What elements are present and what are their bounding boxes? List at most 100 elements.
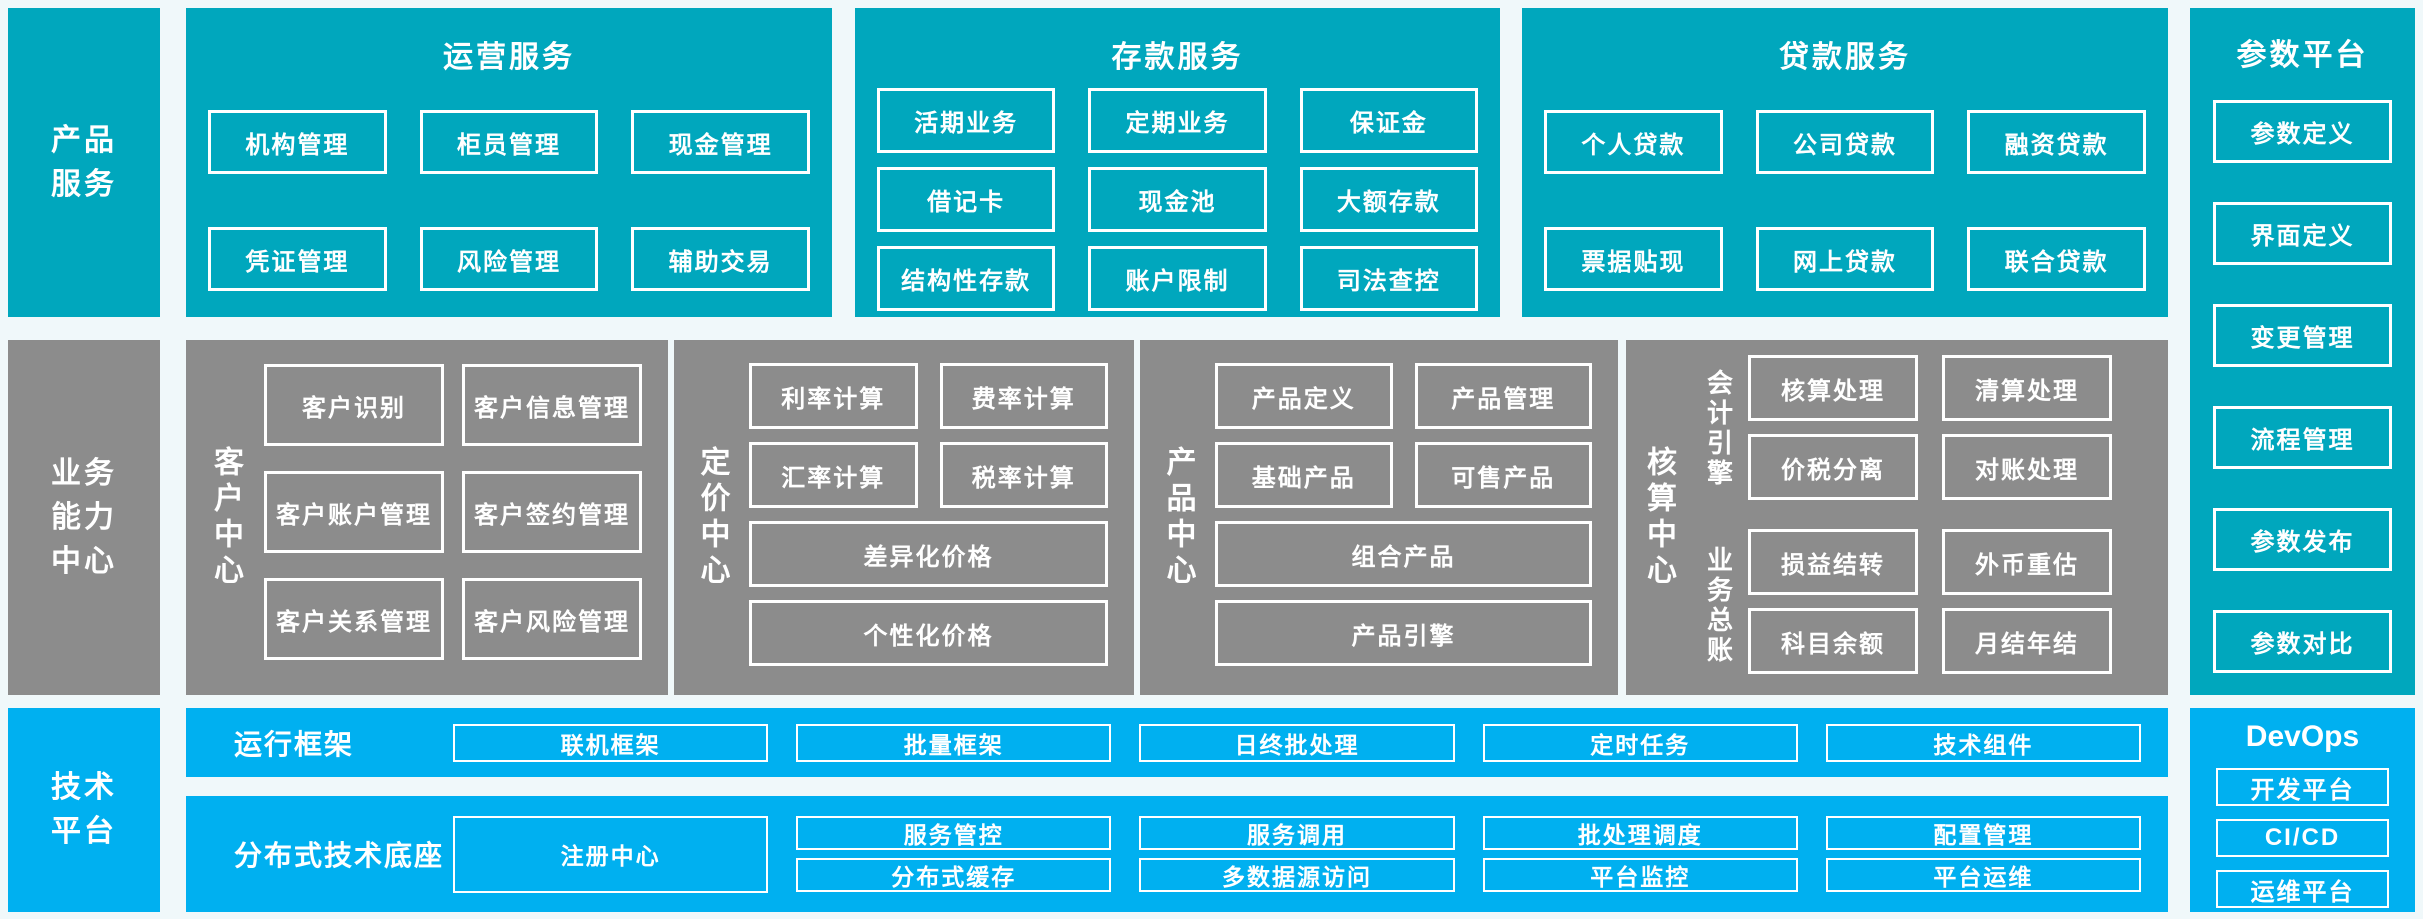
section-title: DevOps — [2245, 720, 2360, 753]
runtime-tiles: 联机框架 批量框架 日终批处理 定时任务 技术组件 — [453, 723, 2141, 762]
service-tile: 客户识别 — [264, 364, 444, 446]
service-tile: 辅助交易 — [631, 227, 810, 291]
service-tile: 客户签约管理 — [462, 471, 642, 553]
product-services-sidebar: 产品 服务 — [8, 8, 160, 317]
service-tile: 科目余额 — [1748, 608, 1918, 674]
operations-tiles: 机构管理 柜员管理 现金管理 凭证管理 风险管理 辅助交易 — [208, 110, 810, 291]
loan-section: 贷款服务 个人贷款 公司贷款 融资贷款 票据贴现 网上贷款 联合贷款 — [1522, 8, 2168, 317]
service-tile: 现金池 — [1088, 167, 1267, 232]
tech-platform-sidebar: 技术 平台 — [8, 708, 160, 912]
service-tile: 借记卡 — [877, 167, 1056, 232]
business-capability-sidebar: 业务 能力 中心 — [8, 340, 160, 695]
service-tile: 日终批处理 — [1139, 723, 1455, 762]
bar-label: 分布式技术底座 — [234, 840, 445, 871]
service-tile: 变更管理 — [2213, 304, 2392, 367]
sidebar-line: 能力 — [51, 500, 117, 534]
service-tile: 组合产品 — [1215, 521, 1592, 587]
service-tile: 多数据源访问 — [1139, 858, 1455, 892]
sidebar-line: 业务 — [51, 456, 117, 490]
service-tile: 流程管理 — [2213, 406, 2392, 469]
service-tile: 批处理调度 — [1482, 816, 1798, 850]
pricing-tiles: 利率计算 费率计算 汇率计算 税率计算 差异化价格 个性化价格 — [749, 363, 1108, 695]
sub-label: 业务总账 — [1703, 546, 1734, 667]
service-tile: 损益结转 — [1748, 529, 1918, 595]
sidebar-line: 产品 — [51, 123, 117, 157]
service-tile: 票据贴现 — [1544, 227, 1723, 291]
service-tile: 个性化价格 — [749, 600, 1108, 666]
service-tile: 对账处理 — [1942, 434, 2112, 500]
customer-tiles: 客户识别 客户信息管理 客户账户管理 客户签约管理 客户关系管理 客户风险管理 — [264, 364, 642, 695]
service-tile: 产品管理 — [1414, 363, 1592, 429]
center-label: 产品中心 — [1161, 445, 1195, 590]
customer-center-section: 客户中心 客户识别 客户信息管理 客户账户管理 客户签约管理 客户关系管理 客户… — [186, 340, 668, 695]
service-tile: 客户风险管理 — [462, 578, 642, 660]
service-tile: 服务管控 — [796, 816, 1112, 850]
service-tile: 税率计算 — [939, 442, 1108, 508]
accounting-sublabels: 会计引擎 业务总账 — [1690, 340, 1748, 695]
service-tile: 服务调用 — [1139, 816, 1455, 850]
service-tile: 平台监控 — [1482, 858, 1798, 892]
service-tile: 机构管理 — [208, 110, 387, 174]
parameter-tiles: 参数定义 界面定义 变更管理 流程管理 参数发布 参数对比 — [2213, 100, 2392, 673]
sidebar-line: 中心 — [51, 544, 117, 578]
sub-label: 会计引擎 — [1703, 368, 1734, 489]
service-tile: 差异化价格 — [749, 521, 1108, 587]
section-title: 参数平台 — [2236, 39, 2369, 72]
service-tile: 注册中心 — [453, 815, 769, 893]
service-tile: 配置管理 — [1825, 816, 2141, 850]
tile-stack: 服务管控 分布式缓存 — [796, 816, 1112, 892]
center-label: 定价中心 — [695, 445, 729, 590]
service-tile: 外币重估 — [1942, 529, 2112, 595]
service-tile: 清算处理 — [1942, 355, 2112, 421]
service-tile: 运维平台 — [2216, 870, 2389, 908]
service-tile: 凭证管理 — [208, 227, 387, 291]
operations-section: 运营服务 机构管理 柜员管理 现金管理 凭证管理 风险管理 辅助交易 — [186, 8, 832, 317]
service-tile: 融资贷款 — [1967, 110, 2146, 174]
accounting-center-section: 核算中心 会计引擎 业务总账 核算处理 清算处理 价税分离 对账处理 损益结转 … — [1626, 340, 2168, 695]
distributed-base-bar: 分布式技术底座 注册中心 服务管控 分布式缓存 服务调用 多数据源访问 批处理调… — [186, 796, 2168, 912]
service-tile: CI/CD — [2216, 819, 2389, 857]
service-tile: 汇率计算 — [749, 442, 918, 508]
service-tile: 公司贷款 — [1755, 110, 1935, 174]
service-tile: 定时任务 — [1482, 723, 1798, 762]
service-tile: 参数对比 — [2213, 610, 2392, 673]
service-tile: 现金管理 — [631, 110, 810, 174]
bar-label: 运行框架 — [234, 728, 355, 760]
tile-stack: 服务调用 多数据源访问 — [1139, 816, 1455, 892]
service-tile: 联机框架 — [453, 723, 769, 762]
section-title: 贷款服务 — [1779, 41, 1911, 74]
loan-tiles: 个人贷款 公司贷款 融资贷款 票据贴现 网上贷款 联合贷款 — [1544, 110, 2146, 291]
tile-stack: 配置管理 平台运维 — [1825, 816, 2141, 892]
tile-stack: 批处理调度 平台监控 — [1482, 816, 1798, 892]
service-tile: 风险管理 — [419, 227, 599, 291]
service-tile: 利率计算 — [749, 363, 918, 429]
section-title: 存款服务 — [1111, 41, 1244, 74]
service-tile: 大额存款 — [1299, 167, 1478, 232]
accounting-engine-grid: 核算处理 清算处理 价税分离 对账处理 — [1748, 355, 2112, 500]
service-tile: 客户账户管理 — [264, 471, 444, 553]
devops-section: DevOps 开发平台 CI/CD 运维平台 — [2190, 708, 2415, 912]
service-tile: 联合贷款 — [1967, 227, 2146, 291]
pricing-center-section: 定价中心 利率计算 费率计算 汇率计算 税率计算 差异化价格 个性化价格 — [674, 340, 1134, 695]
service-tile: 个人贷款 — [1544, 110, 1723, 174]
service-tile: 月结年结 — [1942, 608, 2112, 674]
service-tile: 分布式缓存 — [796, 858, 1112, 892]
parameter-platform-section: 参数平台 参数定义 界面定义 变更管理 流程管理 参数发布 参数对比 — [2190, 8, 2415, 695]
service-tile: 平台运维 — [1825, 858, 2141, 892]
sidebar-line: 服务 — [51, 167, 117, 201]
product-center-section: 产品中心 产品定义 产品管理 基础产品 可售产品 组合产品 产品引擎 — [1140, 340, 1618, 695]
service-tile: 产品引擎 — [1215, 600, 1592, 666]
service-tile: 活期业务 — [877, 88, 1056, 153]
sidebar-line: 技术 — [51, 771, 117, 804]
deposit-section: 存款服务 活期业务 定期业务 保证金 借记卡 现金池 大额存款 结构性存款 账户… — [855, 8, 1500, 317]
service-tile: 核算处理 — [1748, 355, 1918, 421]
service-tile: 结构性存款 — [877, 246, 1056, 311]
accounting-tiles: 核算处理 清算处理 价税分离 对账处理 损益结转 外币重估 科目余额 月结年结 — [1748, 355, 2112, 695]
product-center-tiles: 产品定义 产品管理 基础产品 可售产品 组合产品 产品引擎 — [1215, 363, 1592, 695]
service-tile: 参数定义 — [2213, 100, 2392, 163]
service-tile: 界面定义 — [2213, 202, 2392, 265]
service-tile: 客户信息管理 — [462, 364, 642, 446]
business-ledger-grid: 损益结转 外币重估 科目余额 月结年结 — [1748, 529, 2112, 674]
service-tile: 产品定义 — [1215, 363, 1393, 429]
